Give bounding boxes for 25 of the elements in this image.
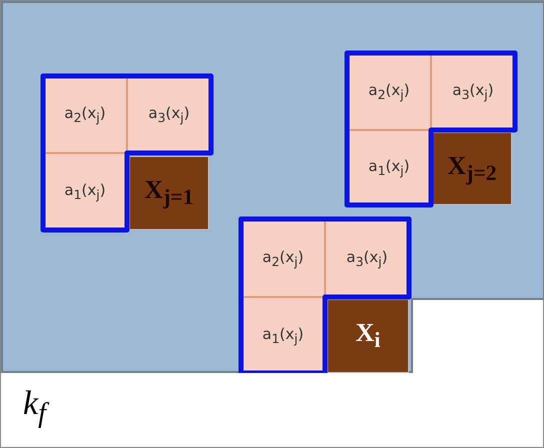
function-cell	[241, 297, 325, 373]
function-cell	[347, 130, 431, 205]
function-label: a$_{1}$(x$_{j}$)	[64, 181, 106, 202]
variable-cell	[129, 156, 209, 230]
function-label: a$_{2}$(x$_{j}$)	[262, 248, 304, 268]
shaded-region	[1, 1, 544, 373]
function-cell	[127, 76, 211, 153]
variable-cell	[327, 299, 409, 373]
function-label: a$_{3}$(x$_{j}$)	[452, 81, 494, 102]
function-label: a$_{1}$(x$_{j}$)	[368, 157, 410, 178]
variable-label: X$_{i}$	[356, 318, 380, 354]
function-label: a$_{2}$(x$_{j}$)	[368, 81, 410, 102]
function-label: a$_{2}$(x$_{j}$)	[64, 104, 106, 125]
function-label: a$_{3}$(x$_{j}$)	[346, 248, 388, 268]
function-cell	[325, 219, 409, 297]
variable-label: X$_{j=1}$	[144, 175, 194, 211]
function-label: a$_{3}$(x$_{j}$)	[148, 104, 190, 125]
variable-label: X$_{j=2}$	[447, 150, 497, 186]
function-cell	[43, 153, 127, 230]
function-cell	[43, 76, 127, 153]
function-cell	[347, 53, 431, 130]
function-cell	[241, 219, 325, 297]
function-cell	[431, 53, 515, 130]
function-label: a$_{1}$(x$_{j}$)	[262, 324, 304, 346]
variable-cell	[432, 132, 512, 205]
